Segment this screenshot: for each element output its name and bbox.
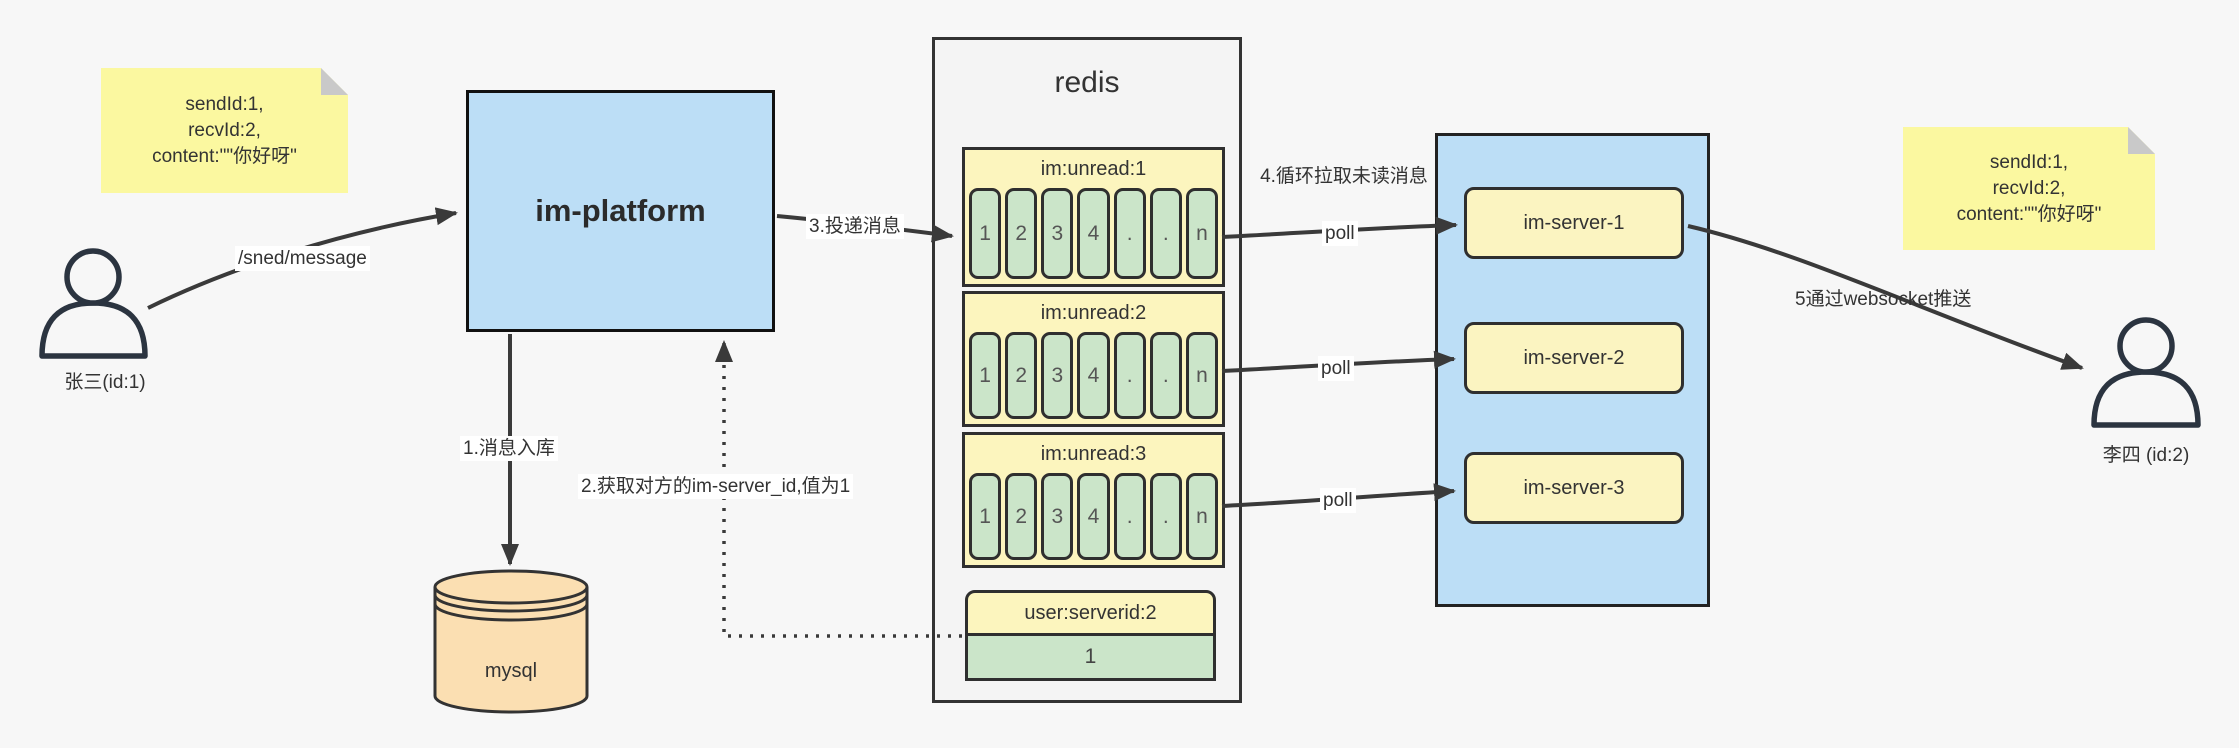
im-server-1-node: im-server-1	[1464, 187, 1684, 259]
sticky-note-left: sendId:1, recvId:2, content:""你好呀"	[101, 68, 348, 193]
queue-cell: 4	[1077, 188, 1110, 279]
poll-label-3: poll	[1320, 488, 1356, 513]
step5-label: 5通过websocket推送	[1795, 289, 1972, 310]
im-server-3-node: im-server-3	[1464, 452, 1684, 524]
im-platform-node: im-platform	[466, 90, 775, 332]
mysql-cylinder-icon	[433, 569, 589, 714]
im-server-2-label: im-server-2	[1523, 346, 1625, 369]
queue-cell: 1	[969, 188, 1002, 279]
queue-cell: .	[1113, 473, 1146, 560]
note-line: recvId:2,	[1992, 177, 2066, 199]
note-line: content:""你好呀"	[152, 145, 297, 167]
queue-cell: 4	[1077, 332, 1110, 419]
queue-cell: .	[1149, 332, 1182, 419]
im-platform-label: im-platform	[535, 193, 706, 228]
queue-cell: 3	[1041, 473, 1074, 560]
queue-cell: 2	[1005, 332, 1038, 419]
queue-name: im:unread:3	[1040, 442, 1147, 465]
queue-cell: n	[1185, 332, 1218, 419]
note-line: sendId:1,	[1989, 151, 2069, 173]
im-server-2-node: im-server-2	[1464, 322, 1684, 394]
poll-label-2: poll	[1318, 356, 1354, 381]
queue-cell: 4	[1077, 473, 1110, 560]
poll-label-1: poll	[1322, 221, 1358, 246]
queue-cell: n	[1185, 188, 1218, 279]
queue-cell: 1	[969, 332, 1002, 419]
queue-cell: .	[1113, 332, 1146, 419]
sender-label: 张三(id:1)	[64, 372, 146, 393]
mysql-label: mysql	[484, 660, 538, 682]
note-line: recvId:2,	[188, 119, 261, 141]
send-endpoint-label: /sned/message	[235, 246, 370, 271]
queue-cell: 3	[1041, 332, 1074, 419]
step1-label: 1.消息入库	[460, 436, 558, 461]
receiver-label: 李四 (id:2)	[2102, 445, 2190, 466]
note-line: content:""你好呀"	[1956, 203, 2102, 225]
queue-cell: 2	[1005, 473, 1038, 560]
queue-cell: .	[1149, 188, 1182, 279]
queue-name: im:unread:1	[1040, 157, 1147, 180]
kv-value: 1	[965, 636, 1216, 681]
queue-cell: .	[1113, 188, 1146, 279]
note-line: sendId:1,	[185, 93, 264, 115]
sticky-note-right: sendId:1, recvId:2, content:""你好呀"	[1903, 127, 2155, 250]
user-icon-receiver	[2091, 317, 2201, 428]
queue-cell: .	[1149, 473, 1182, 560]
queue-cell: 1	[969, 473, 1002, 560]
step2-label: 2.获取对方的im-server_id,值为1	[578, 474, 854, 499]
user-icon-sender	[39, 248, 148, 359]
queue-name: im:unread:2	[1040, 301, 1147, 324]
queue-cell: 2	[1005, 188, 1038, 279]
user-serverid-entry: user:serverid:2 1	[965, 590, 1216, 681]
im-server-3-label: im-server-3	[1523, 476, 1625, 499]
queue-cell: 3	[1041, 188, 1074, 279]
step4-label: 4.循环拉取未读消息	[1260, 166, 1428, 187]
im-server-1-label: im-server-1	[1523, 211, 1625, 234]
step3-label: 3.投递消息	[806, 214, 904, 239]
redis-title: redis	[1054, 66, 1120, 99]
kv-key: user:serverid:2	[965, 590, 1216, 636]
queue-cell: n	[1185, 473, 1218, 560]
